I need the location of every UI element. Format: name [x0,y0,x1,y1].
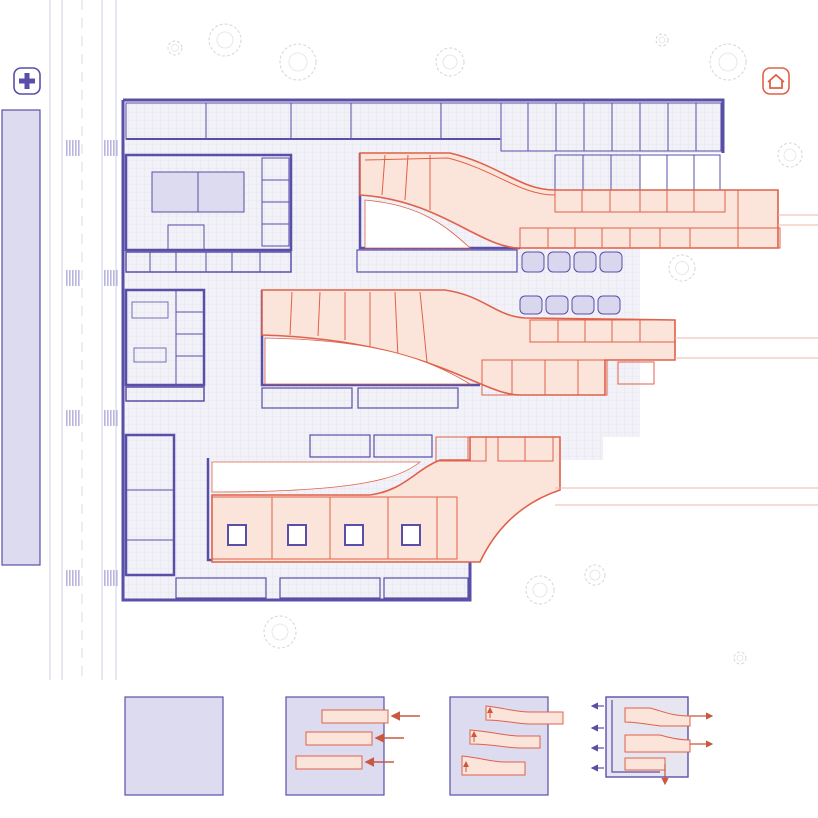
tree-canopy [216,31,234,49]
crosswalk-stripe [104,410,106,426]
crosswalk-stripe [72,410,74,426]
roof-strip [1,109,41,566]
home-icon [762,67,790,95]
crosswalk-stripe [104,570,106,586]
crosswalk-stripe [72,270,74,286]
crosswalks [66,140,118,586]
tree-canopy [718,52,738,72]
wings-curved [449,696,564,796]
crosswalk-stripe [113,140,115,156]
tree [777,142,803,168]
crosswalk-stripe [113,270,115,286]
crosswalk-stripe [75,140,77,156]
crosswalk-stripe [69,570,71,586]
crosswalk-stripe [75,270,77,286]
crosswalk-stripe [107,270,109,286]
tree [263,615,297,649]
tree-canopy [675,261,689,275]
tree-canopy [532,582,548,598]
crosswalk-stripe [107,570,109,586]
tree [655,33,669,47]
crosswalk-stripe [107,140,109,156]
circulation-flow [590,696,714,786]
crosswalk-stripe [78,570,80,586]
crosswalk-stripe [116,410,118,426]
crosswalk-stripe [69,410,71,426]
tree [709,43,747,81]
crosswalk-stripe [110,570,112,586]
tree [279,43,317,81]
residential-wings [211,152,818,563]
crosswalk-stripe [72,140,74,156]
crosswalk-stripe [66,570,68,586]
tree [525,575,555,605]
crosswalk-stripe [104,270,106,286]
crosswalk-stripe [116,140,118,156]
tree-canopy [783,148,797,162]
hospital-cross-icon [13,67,41,95]
crosswalk-stripe [110,270,112,286]
crosswalk-stripe [78,410,80,426]
crosswalk-stripe [107,410,109,426]
crosswalk-stripe [66,410,68,426]
tree-canopy [288,52,308,72]
wings-inserted [285,696,420,796]
tree [668,254,696,282]
road [1,0,118,680]
crosswalk-stripe [75,410,77,426]
crosswalk-stripe [69,140,71,156]
crosswalk-stripe [78,270,80,286]
tree [167,40,183,56]
crosswalk-stripe [113,570,115,586]
tree-canopy [589,569,601,581]
massing-block [124,696,224,796]
crosswalk-stripe [110,410,112,426]
crosswalk-stripe [66,140,68,156]
crosswalk-stripe [66,270,68,286]
crosswalk-stripe [116,570,118,586]
crosswalk-stripe [69,270,71,286]
crosswalk-stripe [78,140,80,156]
tree-canopy [442,54,458,70]
crosswalk-stripe [104,140,106,156]
tree [435,47,465,77]
tree [208,23,242,57]
tree-canopy [271,623,289,641]
tree-canopy [658,36,666,44]
tree [733,651,747,665]
crosswalk-stripe [116,270,118,286]
crosswalk-stripe [113,410,115,426]
tree [584,564,606,586]
crosswalk-stripe [110,140,112,156]
tree-canopy [171,44,179,52]
crosswalk-stripe [72,570,74,586]
tree-canopy [736,654,744,662]
crosswalk-stripe [75,570,77,586]
